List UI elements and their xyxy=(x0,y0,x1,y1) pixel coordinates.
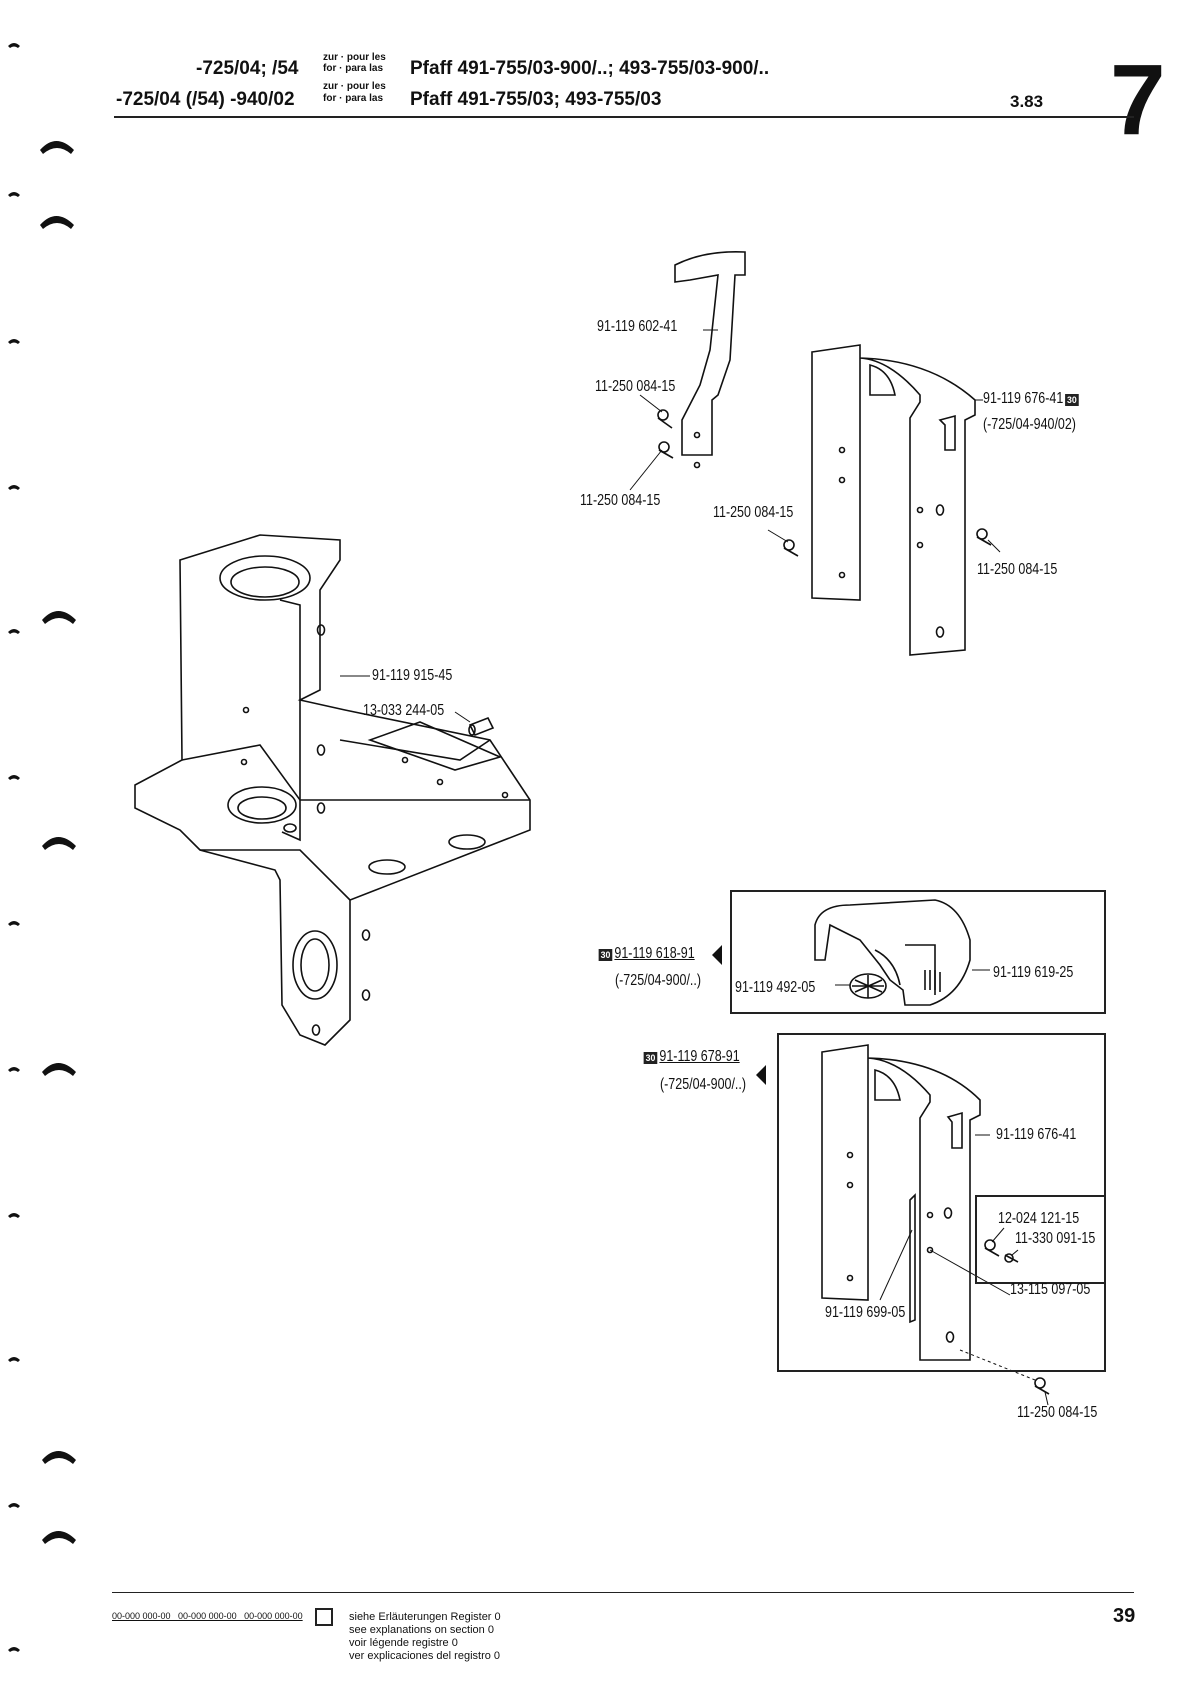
part-label-084-15-a: 11-250 084-15 xyxy=(595,378,676,395)
footer-note-fr: voir légende registre 0 xyxy=(349,1637,458,1649)
screw-b xyxy=(658,441,674,459)
part-number-676-41: 91-119 676-41 xyxy=(983,390,1064,407)
part-label-084-15-d: 11-250 084-15 xyxy=(977,561,1058,578)
cover-676-41-lower xyxy=(821,1044,981,1361)
part-label-121-15: 12-024 121-15 xyxy=(998,1210,1080,1227)
issue-date: 3.83 xyxy=(1010,92,1044,111)
part-label-602-41: 91-119 602-41 xyxy=(597,318,678,335)
variant-subbox-screws xyxy=(975,1195,1106,1284)
footer-note-es: ver explicaciones del registro 0 xyxy=(349,1650,501,1662)
part-note-900-b: (-725/04-900/..) xyxy=(660,1076,747,1093)
part-number-678-91: 91-119 678-91 xyxy=(659,1048,740,1065)
part-label-915-45: 91-119 915-45 xyxy=(372,667,453,684)
screw-d xyxy=(976,528,992,546)
part-label-084-15-e: 11-250 084-15 xyxy=(1017,1404,1098,1421)
cover-676-41-upper xyxy=(811,344,976,656)
footer-legend-square xyxy=(315,1608,333,1626)
model-line-2: -725/04 (/54) -940/02 xyxy=(116,89,295,110)
screw-e xyxy=(984,1239,1000,1257)
title-line-2: Pfaff 491-755/03; 493-755/03 xyxy=(410,89,662,110)
housing-915-45 xyxy=(134,534,531,1046)
title-line-1: Pfaff 491-755/03-900/..; 493-755/03-900/… xyxy=(410,58,770,79)
header-rule xyxy=(114,116,1134,118)
cover-619-25 xyxy=(814,899,971,1006)
badge-30: 30 xyxy=(1065,394,1080,406)
brush-492-05 xyxy=(849,973,887,999)
part-label-091-15: 11-330 091-15 xyxy=(1015,1230,1096,1247)
for-label-top-1: zur · pour les xyxy=(323,52,386,63)
variant-box-618-91 xyxy=(730,890,1106,1014)
part-label-084-15-b: 11-250 084-15 xyxy=(580,492,661,509)
bracket-602-41 xyxy=(674,250,746,469)
page-number: 39 xyxy=(1113,1605,1136,1627)
screw-c xyxy=(783,539,799,557)
part-label-678-91: 30 91-119 678-91 xyxy=(643,1048,740,1066)
model-line-1: -725/04; /54 xyxy=(196,58,299,79)
pin-244-05 xyxy=(468,716,495,737)
footer-note-de: siehe Erläuterungen Register 0 xyxy=(349,1611,501,1623)
for-label-top-2: zur · pour les xyxy=(323,81,386,92)
footer-note-en: see explanations on section 0 xyxy=(349,1624,494,1636)
screw-a xyxy=(657,409,673,429)
part-note-940-02: (-725/04-940/02) xyxy=(983,416,1076,433)
part-label-084-15-c: 11-250 084-15 xyxy=(713,504,794,521)
part-label-618-91: 30 91-119 618-91 xyxy=(598,945,695,963)
footer-rule xyxy=(112,1592,1134,1593)
part-label-492-05: 91-119 492-05 xyxy=(735,979,816,996)
part-label-097-05: 13-115 097-05 xyxy=(1010,1281,1091,1298)
screw-g xyxy=(1034,1377,1050,1395)
badge-30: 30 xyxy=(598,949,613,961)
footer-code-legend: 00-000 000-00 00-000 000-00 00-000 000-0… xyxy=(112,1611,303,1621)
part-number-618-91: 91-119 618-91 xyxy=(614,945,695,962)
section-number: 7 xyxy=(1110,44,1166,156)
part-label-244-05: 13-033 244-05 xyxy=(363,702,445,719)
screw-f xyxy=(1004,1253,1019,1263)
badge-30: 30 xyxy=(643,1052,658,1064)
for-label-bottom-2: for · para las xyxy=(323,93,384,104)
part-label-619-25: 91-119 619-25 xyxy=(993,964,1074,981)
part-label-676-41-lower: 91-119 676-41 xyxy=(996,1126,1077,1143)
for-label-bottom-1: for · para las xyxy=(323,63,384,74)
part-note-900-a: (-725/04-900/..) xyxy=(615,972,702,989)
part-label-699-05: 91-119 699-05 xyxy=(825,1304,906,1321)
part-label-676-41-upper: 91-119 676-41 30 xyxy=(983,390,1080,408)
